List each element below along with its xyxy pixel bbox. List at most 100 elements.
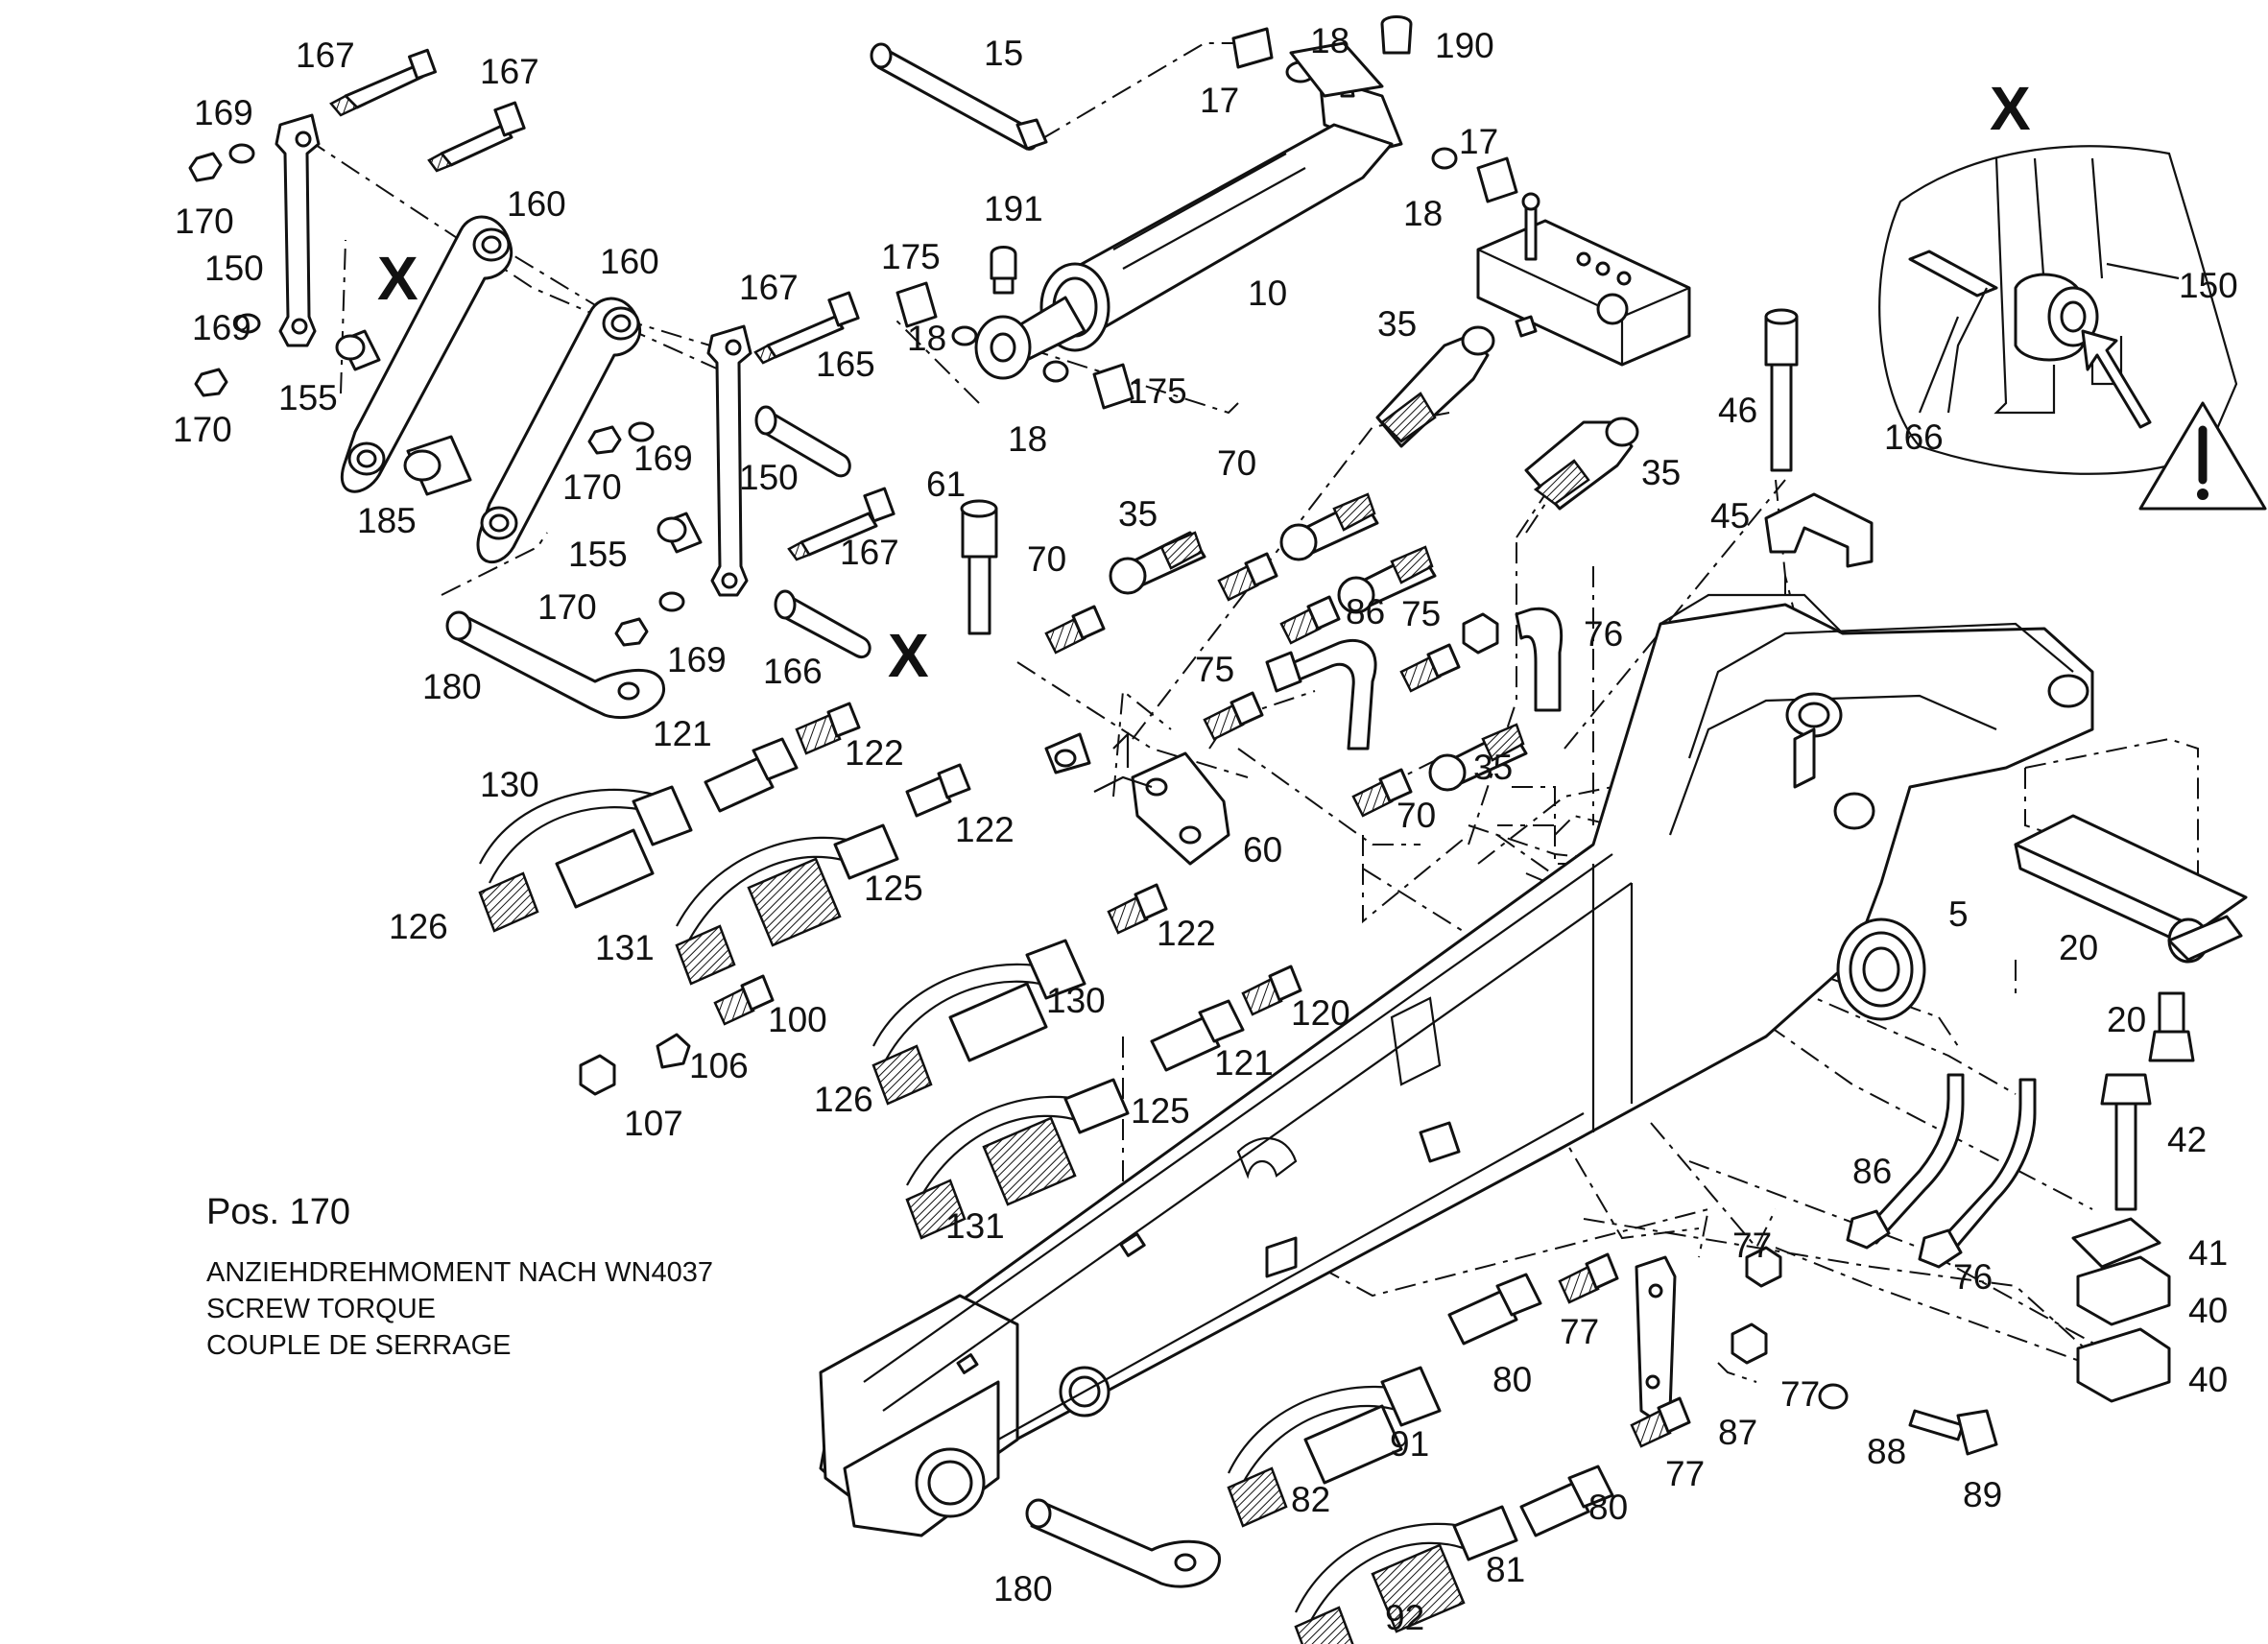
label-18: 18: [907, 319, 946, 358]
marker-x-detail: X: [1990, 74, 2031, 143]
label-126: 126: [814, 1080, 873, 1119]
part-number-labels: 167 167 169 170 150 X 160 160 169 155 17…: [173, 21, 2238, 1637]
marker-x: X: [377, 244, 418, 313]
label-86: 86: [1852, 1152, 1892, 1191]
right-clamp-parts: [1635, 308, 2248, 1456]
label-169: 169: [633, 439, 693, 478]
label-167: 167: [739, 268, 799, 307]
label-80: 80: [1588, 1488, 1628, 1527]
label-15: 15: [984, 34, 1023, 73]
label-70: 70: [1397, 796, 1436, 835]
label-169: 169: [192, 308, 251, 347]
label-130: 130: [1046, 981, 1106, 1020]
label-70: 70: [1217, 443, 1256, 483]
note-line-fr: COUPLE DE SERRAGE: [206, 1330, 511, 1361]
couplings-group: [478, 702, 1302, 1240]
label-77: 77: [1560, 1312, 1599, 1351]
label-185: 185: [357, 501, 417, 540]
label-167: 167: [480, 52, 539, 91]
label-42: 42: [2167, 1120, 2207, 1159]
label-170: 170: [537, 587, 597, 627]
label-125: 125: [1131, 1091, 1190, 1131]
label-40: 40: [2188, 1291, 2228, 1330]
label-131: 131: [595, 928, 655, 967]
detail-view-x: [1878, 145, 2267, 511]
label-40: 40: [2188, 1360, 2228, 1399]
label-121: 121: [1214, 1043, 1274, 1083]
label-89: 89: [1963, 1475, 2002, 1514]
label-60: 60: [1243, 830, 1282, 870]
label-170: 170: [173, 410, 232, 449]
label-126: 126: [389, 907, 448, 946]
label-76: 76: [1584, 614, 1623, 654]
label-91: 91: [1390, 1424, 1429, 1464]
label-35: 35: [1473, 748, 1513, 787]
label-92: 92: [1385, 1598, 1424, 1637]
label-46: 46: [1718, 391, 1757, 430]
label-61: 61: [926, 465, 966, 504]
label-70: 70: [1027, 539, 1066, 579]
label-20: 20: [2107, 1000, 2146, 1039]
label-35: 35: [1377, 304, 1417, 344]
label-77: 77: [1780, 1374, 1820, 1414]
label-5: 5: [1948, 894, 1969, 934]
label-160: 160: [600, 242, 659, 281]
label-35: 35: [1641, 453, 1681, 492]
label-175: 175: [1128, 371, 1187, 411]
lower-couplings: [1025, 1252, 1691, 1644]
label-180: 180: [993, 1569, 1053, 1608]
boom-part-5: [819, 593, 2094, 1537]
torque-note: Pos. 170 ANZIEHDREHMOMENT NACH WN4037 SC…: [206, 1192, 713, 1361]
label-131: 131: [945, 1206, 1005, 1246]
label-35: 35: [1118, 494, 1158, 534]
label-167: 167: [296, 36, 355, 75]
label-170: 170: [562, 467, 622, 507]
cylinder-part-10: [870, 15, 1691, 410]
label-150: 150: [739, 458, 799, 497]
label-150: 150: [204, 249, 264, 288]
label-20: 20: [2059, 928, 2098, 967]
label-167: 167: [840, 533, 899, 572]
label-122: 122: [1157, 914, 1216, 953]
label-10: 10: [1248, 274, 1287, 313]
label-17: 17: [1459, 122, 1498, 161]
label-106: 106: [689, 1046, 749, 1085]
label-169: 169: [667, 640, 727, 679]
label-107: 107: [624, 1104, 683, 1143]
label-125: 125: [864, 869, 923, 908]
label-18: 18: [1310, 21, 1349, 60]
label-150: 150: [2179, 266, 2238, 305]
label-122: 122: [845, 733, 904, 773]
label-155: 155: [568, 535, 628, 574]
pointer-arrow-icon: [2081, 329, 2152, 429]
label-76: 76: [1953, 1257, 1993, 1297]
label-77: 77: [1665, 1454, 1705, 1493]
label-166: 166: [1884, 417, 1944, 457]
label-18: 18: [1403, 194, 1443, 233]
label-190: 190: [1435, 26, 1494, 65]
label-75: 75: [1195, 650, 1234, 689]
label-175: 175: [881, 237, 941, 276]
label-81: 81: [1486, 1550, 1525, 1589]
label-88: 88: [1867, 1432, 1906, 1471]
marker-x: X: [888, 621, 929, 690]
label-160: 160: [507, 184, 566, 224]
note-title: Pos. 170: [206, 1192, 350, 1232]
label-80: 80: [1492, 1360, 1532, 1399]
label-122: 122: [955, 810, 1015, 849]
label-45: 45: [1710, 496, 1750, 536]
label-41: 41: [2188, 1233, 2228, 1273]
label-75: 75: [1401, 594, 1441, 633]
note-line-de: ANZIEHDREHMOMENT NACH WN4037: [206, 1257, 713, 1288]
label-77: 77: [1732, 1226, 1772, 1265]
label-121: 121: [653, 714, 712, 753]
label-155: 155: [278, 378, 338, 417]
label-82: 82: [1291, 1480, 1330, 1519]
label-170: 170: [175, 202, 234, 241]
label-18: 18: [1008, 419, 1047, 459]
label-166: 166: [763, 652, 823, 691]
label-180: 180: [422, 667, 482, 706]
hose-fittings: [960, 325, 1639, 866]
label-86: 86: [1346, 592, 1385, 631]
